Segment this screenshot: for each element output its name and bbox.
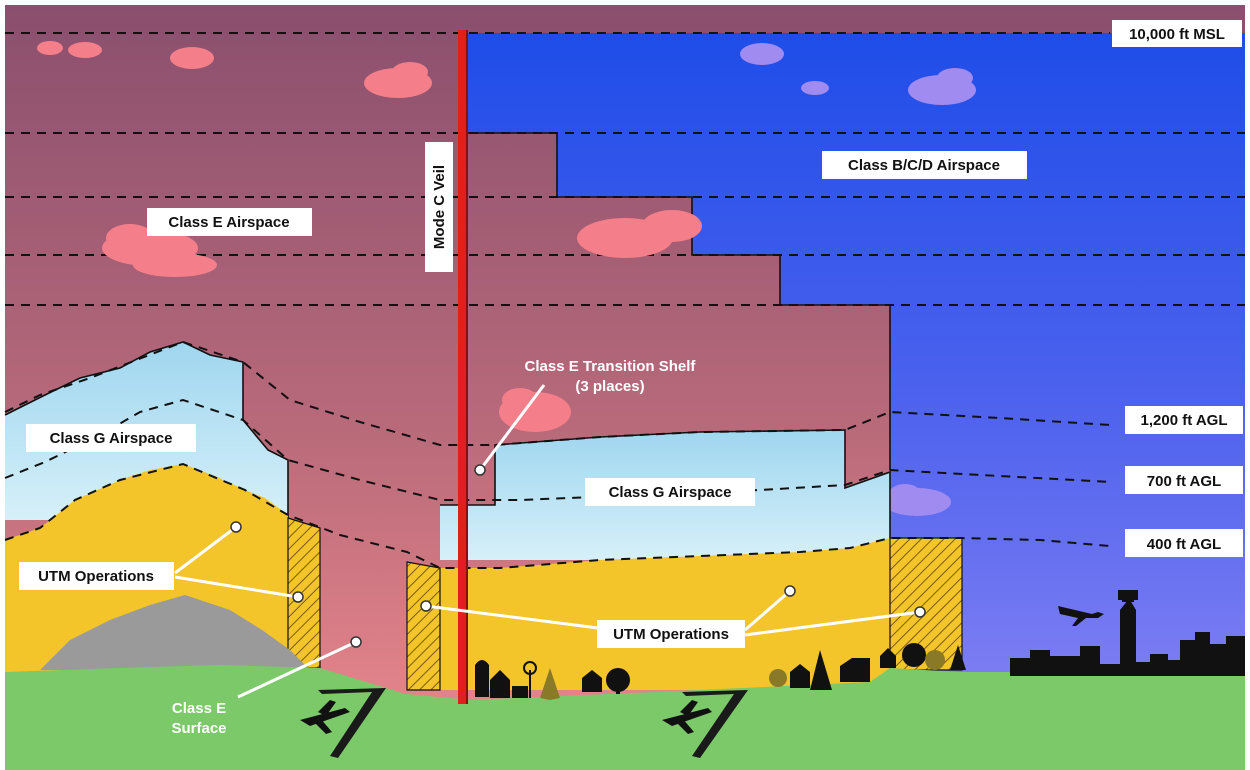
label-class-bcd: Class B/C/D Airspace (822, 151, 1027, 179)
label-1200-agl: 1,200 ft AGL (1125, 406, 1243, 434)
svg-text:(3 places): (3 places) (575, 378, 644, 395)
svg-text:Class G Airspace: Class G Airspace (609, 484, 732, 501)
label-utm-left: UTM Operations (19, 562, 174, 590)
airplane-icon (300, 700, 712, 734)
svg-text:Class E Airspace: Class E Airspace (168, 214, 289, 231)
city-skyline-icon (1010, 590, 1245, 676)
utm-center-hatch (406, 561, 441, 691)
barn-icon (475, 660, 531, 698)
label-class-e-surface: Class E Surface (171, 700, 226, 737)
svg-text:Mode C Veil: Mode C Veil (431, 165, 448, 249)
svg-text:Surface: Surface (171, 720, 226, 737)
svg-text:Class E: Class E (172, 700, 226, 717)
label-class-g-left: Class G Airspace (26, 424, 196, 452)
label-class-e: Class E Airspace (147, 208, 312, 236)
svg-text:Class G Airspace: Class G Airspace (50, 430, 173, 447)
svg-text:400 ft AGL: 400 ft AGL (1147, 536, 1221, 553)
label-mode-c-veil: Mode C Veil (425, 142, 453, 272)
control-tower-icon (1122, 596, 1134, 602)
label-class-g-right: Class G Airspace (585, 478, 755, 506)
leader-lines (174, 384, 926, 699)
airplane-icon (1058, 606, 1104, 626)
svg-text:10,000 ft MSL: 10,000 ft MSL (1129, 26, 1225, 43)
svg-text:1,200 ft AGL: 1,200 ft AGL (1141, 412, 1228, 429)
agl-contours (4, 340, 1111, 569)
mode-c-veil-line (458, 30, 468, 704)
class-bcd-region (468, 33, 1245, 770)
svg-text:Class B/C/D Airspace: Class B/C/D Airspace (848, 157, 1000, 174)
svg-text:UTM Operations: UTM Operations (38, 568, 154, 585)
runway-icon (318, 688, 748, 758)
label-700-agl: 700 ft AGL (1125, 466, 1243, 494)
utm-right-hatch (889, 537, 963, 671)
house-icon (582, 648, 896, 692)
label-400-agl: 400 ft AGL (1125, 529, 1243, 557)
mountain-icon (40, 595, 310, 670)
label-utm-right: UTM Operations (597, 620, 745, 648)
cloud-icon (740, 43, 976, 516)
tree-icon (769, 650, 945, 687)
altitude-lines (5, 32, 1245, 306)
utm-right-region (440, 538, 890, 690)
windmill-icon (523, 661, 537, 698)
ground-region (5, 665, 1245, 770)
tree-icon (540, 668, 560, 700)
label-10000-msl: 10,000 ft MSL (1112, 20, 1242, 47)
svg-text:700 ft AGL: 700 ft AGL (1147, 473, 1221, 490)
tree-icon (606, 643, 966, 694)
svg-text:Class E Transition Shelf: Class E Transition Shelf (525, 358, 697, 375)
utm-left-hatch (287, 517, 321, 669)
label-transition-shelf: Class E Transition Shelf (3 places) (525, 358, 697, 395)
svg-text:UTM Operations: UTM Operations (613, 626, 729, 643)
